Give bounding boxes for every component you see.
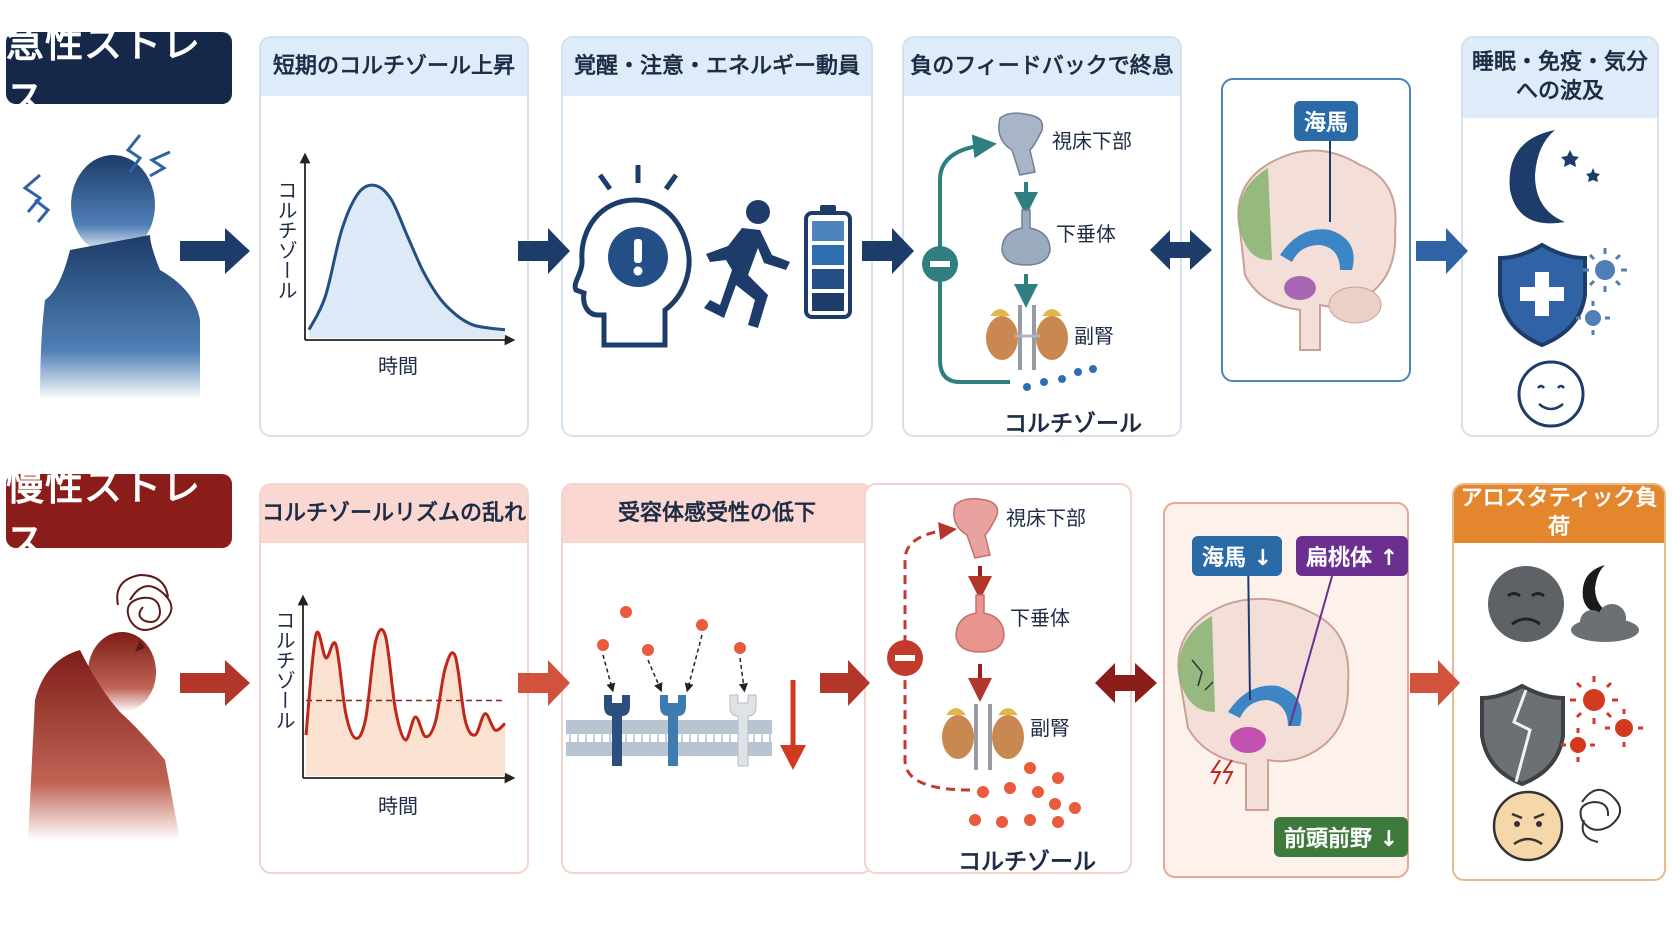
chart-y-label: コルチゾール	[274, 180, 298, 300]
chart-x-label: 時間	[378, 794, 418, 818]
brain-icon	[1177, 554, 1350, 811]
acute-cortisol-chart	[299, 152, 516, 346]
prefrontal-tag: 前頭前野 ↓	[1274, 817, 1409, 857]
cracked-shield-icon	[1480, 683, 1565, 787]
panel-title: 受容体感受性の低下	[563, 485, 871, 543]
adrenal-label: 副腎	[1030, 716, 1070, 740]
chronic-bidirectional-arrow	[1095, 663, 1157, 703]
chart-x-label: 時間	[378, 354, 418, 378]
stressed-person-icon	[22, 134, 200, 400]
pituitary-label: 下垂体	[1010, 606, 1070, 630]
acute-arrow-1	[180, 228, 250, 274]
moon-cloud-icon	[1571, 565, 1639, 642]
pituitary-icon	[1001, 209, 1051, 266]
acute-step-spillover: 睡眠・免疫・気分 への波及	[1461, 36, 1659, 437]
panel-title: 覚醒・注意・エネルギー動員	[563, 38, 871, 96]
pituitary-icon	[955, 594, 1005, 653]
adrenal-icon	[986, 305, 1068, 370]
virus-icon	[1576, 248, 1627, 335]
worried-face-icon	[1492, 790, 1564, 862]
acute-arrow-3	[862, 228, 914, 274]
cortisol-molecules	[969, 762, 1081, 828]
receptor-membrane-icon	[566, 606, 772, 767]
adrenal-label: 副腎	[1074, 324, 1114, 348]
brain-icon	[1237, 140, 1397, 351]
hippocampus-tag: 海馬 ↓	[1192, 536, 1283, 576]
panel-title: 睡眠・免疫・気分 への波及	[1463, 38, 1657, 118]
running-person-icon	[704, 200, 790, 328]
acute-cortisol-area	[309, 185, 505, 338]
panel-title: 負のフィードバックで終息	[904, 38, 1180, 96]
acute-arrow-2	[518, 228, 570, 274]
chronic-arrow-1	[180, 660, 250, 706]
chronic-stress-label: 慢性ストレス	[6, 465, 232, 564]
adrenal-icon	[942, 704, 1024, 770]
moon-stars-icon	[1509, 130, 1600, 224]
alert-head-icon	[572, 165, 692, 348]
chronic-cortisol-line	[304, 628, 506, 742]
amygdala-tag: 扁桃体 ↑	[1296, 536, 1409, 576]
acute-feedback-loop	[922, 134, 1010, 384]
chronic-arrow-4	[1410, 660, 1460, 706]
virus-icon	[1561, 676, 1643, 762]
hypothalamus-label: 視床下部	[1006, 506, 1086, 530]
hypothalamus-label: 視床下部	[1052, 129, 1132, 153]
shield-cross-icon	[1498, 242, 1587, 348]
cortisol-label: コルチゾール	[958, 849, 1096, 875]
hippocampus-tag: 海馬	[1294, 101, 1359, 141]
chronic-feedback-loop	[887, 522, 971, 792]
acute-bidirectional-arrow	[1150, 230, 1212, 270]
hypothalamus-icon	[998, 112, 1044, 176]
sad-face-icon	[1488, 566, 1564, 642]
tangled-thought-icon	[1579, 789, 1621, 843]
content-face-icon	[1517, 360, 1585, 428]
cortisol-label: コルチゾール	[1004, 411, 1142, 437]
down-arrow-icon	[780, 680, 806, 770]
cortisol-molecules	[1023, 365, 1097, 391]
hypothalamus-icon	[953, 498, 999, 559]
chronic-arrow-3	[820, 660, 870, 706]
panel-title: アロスタティック負荷	[1454, 485, 1664, 543]
slumped-person-icon	[28, 632, 180, 840]
acute-cortisol-line	[307, 183, 506, 332]
battery-icon	[804, 205, 852, 319]
pituitary-label: 下垂体	[1056, 222, 1116, 246]
tangled-thought-icon	[116, 573, 173, 652]
chart-y-label: コルチゾール	[272, 610, 296, 730]
chronic-cortisol-chart	[297, 594, 516, 784]
panel-title: 短期のコルチゾール上昇	[261, 38, 527, 96]
panel-title: コルチゾールリズムの乱れ	[261, 485, 527, 543]
chronic-arrow-2	[518, 660, 570, 706]
acute-arrow-4	[1416, 228, 1468, 274]
